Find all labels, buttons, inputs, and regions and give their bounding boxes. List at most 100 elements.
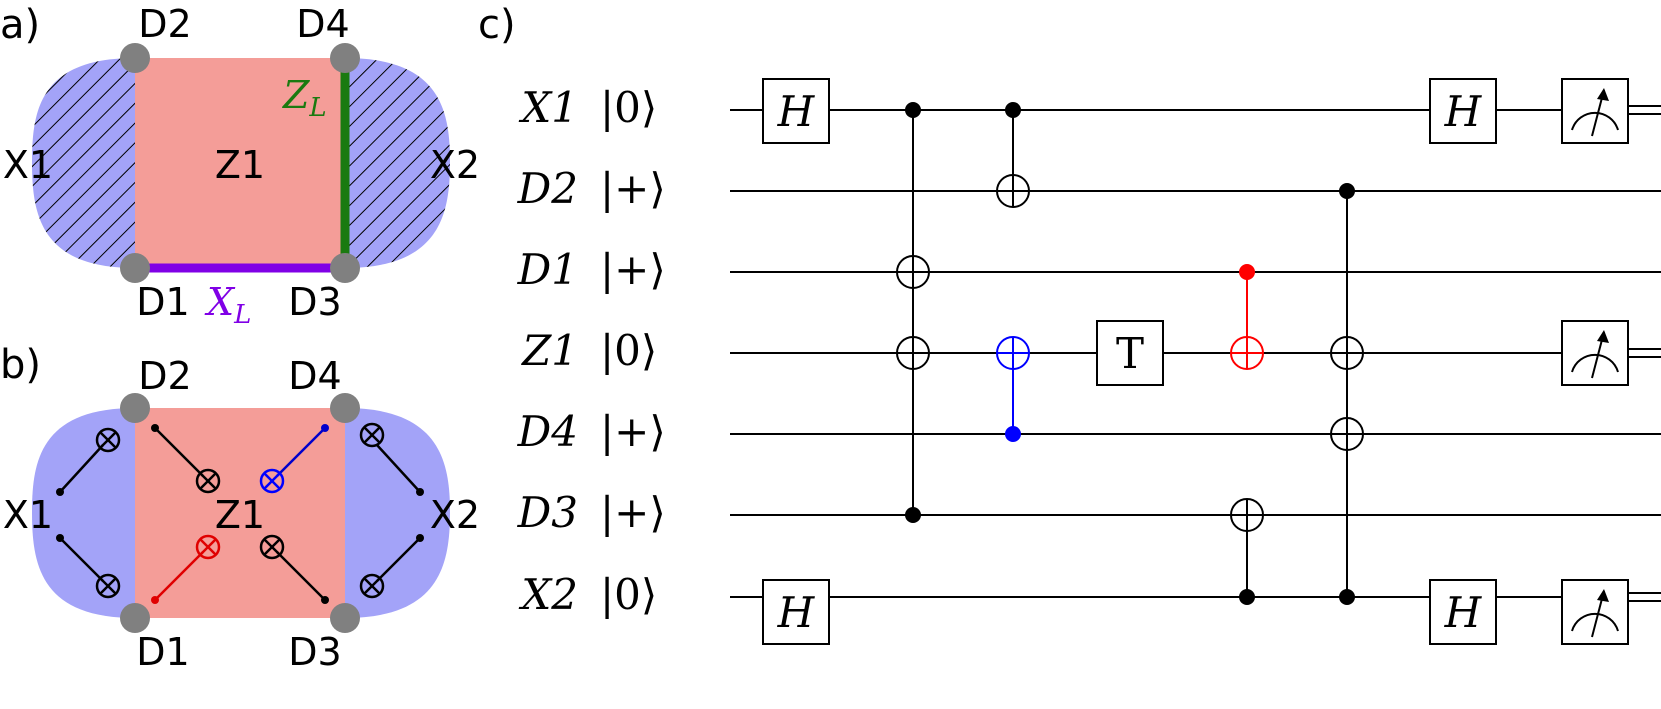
z1-stabilizer-region [135, 58, 345, 268]
target-oplus [896, 255, 930, 289]
row-ket-d3: |+⟩ [600, 488, 666, 537]
circuit-wires [730, 109, 1661, 598]
qubit-d3-b [330, 603, 360, 633]
x1-otimes-upper [95, 427, 121, 453]
panel-c: X1 |0⟩ D2 |+⟩ D1 |+⟩ Z1 |0⟩ D4 |+⟩ D3 |+… [517, 78, 1661, 645]
hadamard-gate-x2-end: H [1429, 579, 1497, 645]
x1-stabilizer-region-b [32, 408, 135, 618]
panel-label-c: c) [478, 2, 516, 48]
control-dot [905, 507, 921, 523]
control-dot [905, 102, 921, 118]
measurement-meter-z1 [1561, 320, 1629, 386]
svg-text:H: H [1444, 588, 1483, 637]
svg-text:H: H [777, 87, 816, 136]
measurement-meter-x1 [1561, 78, 1629, 144]
logical-x-label: XL [204, 280, 251, 330]
x2-couplings [376, 444, 421, 582]
control-dot [1339, 183, 1355, 199]
x2-stabilizer-region [345, 58, 450, 268]
hadamard-gate-x2-start: H [762, 579, 830, 645]
x1-control-dot-lower [56, 534, 64, 542]
qubit-d4 [330, 43, 360, 73]
z1-otimes-d4-blue [259, 468, 285, 494]
red-target-oplus [1230, 336, 1264, 370]
qubit-d3 [330, 253, 360, 283]
row-label-d4: D4 [517, 407, 578, 456]
x1-control-dot-upper [56, 488, 64, 496]
label-z1: Z1 [215, 143, 265, 187]
x1-otimes-lower [95, 573, 121, 599]
row-ket-d2: |+⟩ [600, 164, 666, 213]
row-label-z1: Z1 [520, 326, 578, 375]
x2-control-dot-lower [416, 534, 424, 542]
target-oplus [996, 174, 1030, 208]
panel-b: D2 D4 D1 D3 X1 X2 Z1 [3, 354, 480, 674]
panel-a: D2 D4 D1 D3 X1 X2 Z1 ZL XL [3, 2, 480, 330]
label-z1-b: Z1 [215, 493, 265, 537]
label-d4-b: D4 [288, 354, 341, 398]
row-ket-x2: |0⟩ [600, 570, 657, 619]
x2-stabilizer-region-b [345, 408, 450, 618]
x2-otimes-upper [359, 422, 385, 448]
svg-text:T: T [1116, 329, 1144, 378]
hadamard-gate-x1-start: H [762, 78, 830, 144]
label-x1: X1 [3, 143, 53, 187]
row-label-d1: D1 [517, 245, 578, 294]
z1-dot-d2 [151, 424, 159, 432]
row-ket-d1: |+⟩ [600, 245, 666, 294]
label-d1-b: D1 [136, 630, 189, 674]
target-oplus [1330, 336, 1364, 370]
row-ket-d4: |+⟩ [600, 407, 666, 456]
qubit-d2 [120, 43, 150, 73]
row-label-x2: X2 [518, 570, 578, 619]
z1-otimes-d3 [259, 534, 285, 560]
row-ket-x1: |0⟩ [600, 83, 657, 132]
svg-text:H: H [1444, 87, 1483, 136]
classical-wires [1628, 105, 1661, 602]
blue-target-oplus [996, 336, 1030, 370]
z1-coupling-d4 [276, 427, 326, 477]
label-x2-b: X2 [430, 493, 480, 537]
z1-coupling-d3 [276, 551, 326, 601]
z1-dot-d1 [151, 596, 159, 604]
blue-control-dot [1005, 426, 1021, 442]
hadamard-gate-x1-end: H [1429, 78, 1497, 144]
x2-otimes-lower [359, 573, 385, 599]
x2-control-dot-upper [416, 488, 424, 496]
z1-dot-d4 [321, 424, 329, 432]
logical-z-label: ZL [282, 73, 327, 123]
z1-otimes-d1-red [195, 534, 221, 560]
svg-text:H: H [777, 588, 816, 637]
label-d2-b: D2 [138, 354, 191, 398]
target-oplus [896, 336, 930, 370]
label-x2: X2 [430, 143, 480, 187]
t-gate: T [1096, 320, 1164, 386]
control-dot [1339, 589, 1355, 605]
row-label-x1: X1 [518, 83, 578, 132]
label-x1-b: X1 [3, 493, 53, 537]
label-d4: D4 [296, 2, 349, 46]
panel-label-b: b) [0, 342, 41, 388]
control-dot [1239, 589, 1255, 605]
target-oplus [1330, 417, 1364, 451]
z1-coupling-d2 [154, 427, 204, 477]
red-control-dot [1239, 264, 1255, 280]
z1-coupling-d1 [154, 551, 204, 601]
measurement-meter-x2 [1561, 579, 1629, 645]
panel-label-a: a) [0, 2, 40, 48]
z1-dot-d3 [321, 596, 329, 604]
row-ket-z1: |0⟩ [600, 326, 657, 375]
qubit-d4-b [330, 393, 360, 423]
row-label-d3: D3 [517, 488, 578, 537]
label-d1: D1 [136, 280, 189, 324]
x1-couplings [59, 444, 104, 582]
label-d3-b: D3 [288, 630, 341, 674]
x1-stabilizer-region [32, 58, 135, 268]
label-d2: D2 [138, 2, 191, 46]
target-oplus [1230, 498, 1264, 532]
qubit-d1 [120, 253, 150, 283]
label-d3: D3 [288, 280, 341, 324]
control-dot [1005, 102, 1021, 118]
qubit-d2-b [120, 393, 150, 423]
